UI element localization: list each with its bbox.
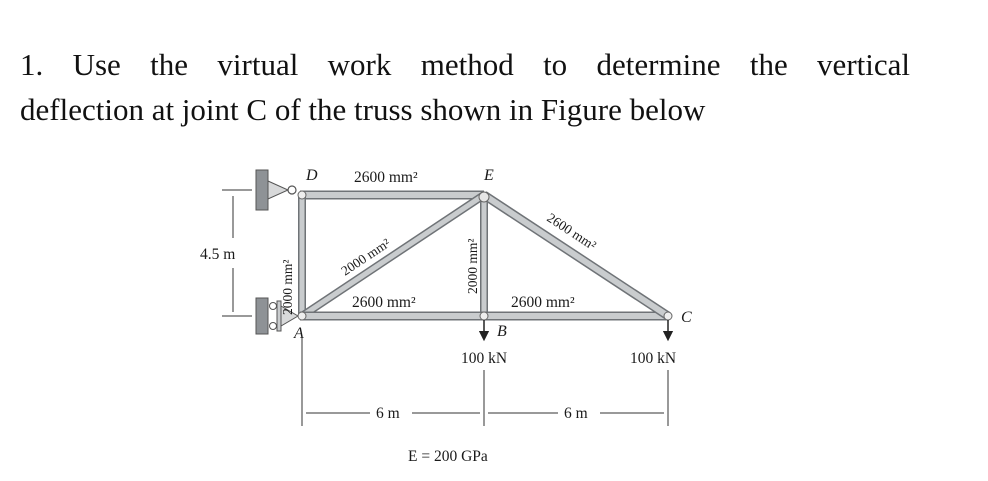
member-ec xyxy=(481,191,671,320)
height-dimension xyxy=(222,189,252,317)
joint-d-pin xyxy=(297,190,307,200)
member-label-ab: 2600 mm² xyxy=(352,294,416,311)
joint-label-e: E xyxy=(483,167,494,184)
load-label-b: 100 kN xyxy=(461,350,507,367)
span-dimensions xyxy=(301,336,669,426)
member-label-bc: 2600 mm² xyxy=(511,294,575,311)
load-label-c: 100 kN xyxy=(630,350,676,367)
joint-b-pin xyxy=(479,311,489,321)
roller-support-a xyxy=(255,297,299,335)
span-label-bc: 6 m xyxy=(564,405,588,422)
question-line-2: deflection at joint C of the truss shown… xyxy=(20,92,706,127)
joint-a-pin xyxy=(297,311,307,321)
modulus-label: E = 200 GPa xyxy=(408,448,488,465)
member-label-be: 2000 mm² xyxy=(465,239,480,294)
truss-joints xyxy=(297,190,673,321)
joint-e-pin xyxy=(478,191,490,203)
question-line-1: 1. Use the virtual work method to determ… xyxy=(20,47,910,82)
truss-members xyxy=(298,190,671,321)
span-label-ab: 6 m xyxy=(376,405,400,422)
joint-label-a: A xyxy=(293,325,304,342)
member-label-ad: 2000 mm² xyxy=(280,260,295,315)
member-label-ec: 2600 mm² xyxy=(544,210,599,253)
joint-label-c: C xyxy=(681,309,692,326)
member-label-de: 2600 mm² xyxy=(354,169,418,186)
height-label: 4.5 m xyxy=(200,246,235,263)
question-text: 1. Use the virtual work method to determ… xyxy=(20,42,910,132)
joint-label-d: D xyxy=(305,167,318,184)
joint-label-b: B xyxy=(497,323,507,340)
member-ae xyxy=(299,191,487,320)
joint-c-pin xyxy=(663,311,673,321)
pin-support-d xyxy=(255,169,297,211)
